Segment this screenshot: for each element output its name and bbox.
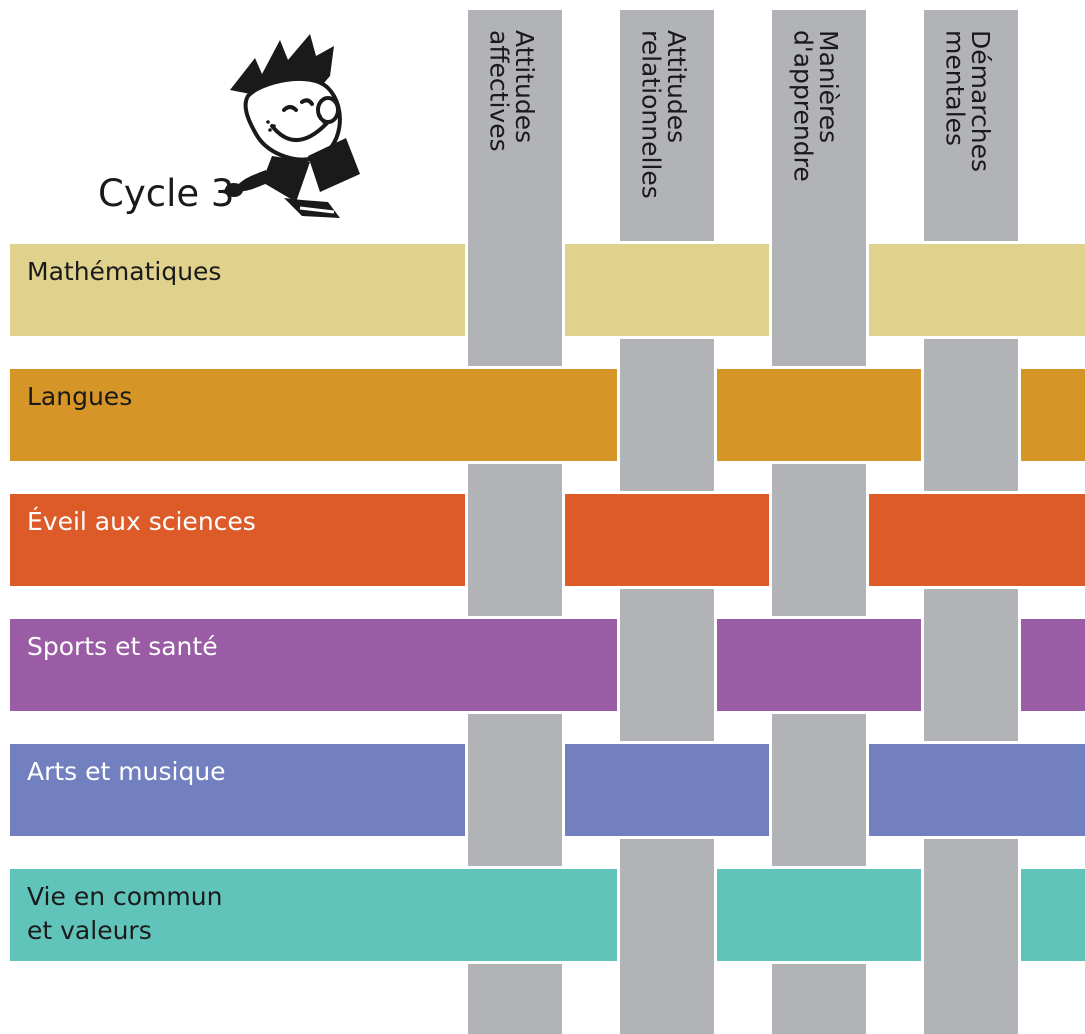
row-label-sports-et-sante: Sports et santé: [27, 632, 218, 661]
column-label-attitudes-relationnelles: Attitudes relationnelles: [636, 30, 692, 199]
column-band-segment-attitudes-affectives: [468, 714, 562, 866]
column-band-segment-demarches-mentales: [924, 10, 1018, 241]
column-label-demarches-mentales: Démarches mentales: [940, 30, 996, 173]
row-label-arts-et-musique: Arts et musique: [27, 757, 226, 786]
row-band-segment: [10, 244, 465, 336]
row-band-segment: [10, 619, 617, 711]
row-label-mathematiques: Mathématiques: [27, 257, 222, 286]
column-band-segment-attitudes-affectives: [468, 10, 562, 366]
row-band-segment: [1021, 619, 1085, 711]
row-band-segment: [717, 369, 921, 461]
row-label-vie-en-commun-et-valeurs: Vie en commun et valeurs: [27, 882, 223, 945]
row-band-segment: [10, 744, 465, 836]
column-band-segment-attitudes-affectives: [468, 464, 562, 616]
row-band-segment: [10, 494, 465, 586]
row-band-segment: [565, 494, 769, 586]
column-band-segment-attitudes-relationnelles: [620, 589, 714, 741]
row-band-segment: [869, 494, 1085, 586]
column-band-segment-demarches-mentales: [924, 339, 1018, 491]
cartoon-boy-icon: [225, 34, 360, 218]
column-label-attitudes-affectives: Attitudes affectives: [484, 30, 540, 152]
row-band-segment: [717, 619, 921, 711]
column-band-segment-attitudes-relationnelles: [620, 839, 714, 1034]
column-band-segment-manieres-d-apprendre: [772, 10, 866, 366]
row-band-segment: [717, 869, 921, 961]
column-label-manieres-d-apprendre: Manières d'apprendre: [788, 30, 844, 182]
row-band-segment: [10, 369, 617, 461]
row-label-eveil-aux-sciences: Éveil aux sciences: [27, 507, 256, 536]
column-band-segment-manieres-d-apprendre: [772, 714, 866, 866]
row-band-segment: [869, 744, 1085, 836]
row-band-segment: [565, 244, 769, 336]
column-band-segment-demarches-mentales: [924, 589, 1018, 741]
row-label-langues: Langues: [27, 382, 133, 411]
column-band-segment-demarches-mentales: [924, 839, 1018, 1034]
column-band-segment-manieres-d-apprendre: [772, 964, 866, 1034]
cycle-title: Cycle 3: [98, 172, 235, 215]
row-band-segment: [10, 869, 617, 961]
row-band-segment: [565, 744, 769, 836]
column-band-segment-attitudes-relationnelles: [620, 10, 714, 241]
column-band-segment-manieres-d-apprendre: [772, 464, 866, 616]
column-band-segment-attitudes-relationnelles: [620, 339, 714, 491]
row-band-segment: [1021, 369, 1085, 461]
column-band-segment-attitudes-affectives: [468, 964, 562, 1034]
row-band-segment: [1021, 869, 1085, 961]
row-band-segment: [869, 244, 1085, 336]
